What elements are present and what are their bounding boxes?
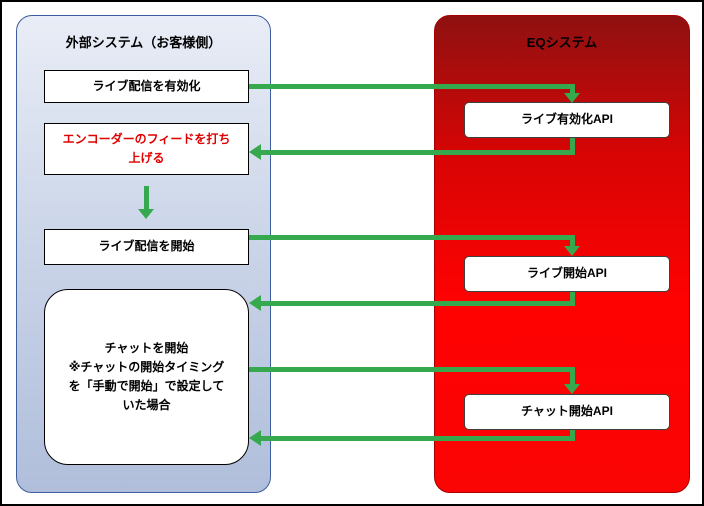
arrow-api-to-chat-box-head-icon — [249, 295, 261, 311]
start-chat-box: チャットを開始 ※チャットの開始タイミング を「手動で開始」で設定して いた場合 — [44, 289, 249, 465]
enable-live-box: ライブ配信を有効化 — [44, 70, 249, 103]
arrow-chat-to-api-vertical — [570, 367, 575, 386]
start-live-box: ライブ配信を開始 — [44, 229, 249, 265]
external-system-title: 外部システム（お客様側） — [65, 35, 222, 50]
arrow-api-to-chat-box-vertical — [570, 292, 575, 306]
arrow-chat-to-api-horizontal — [249, 367, 575, 372]
arrow-api-return-to-chat-horizontal — [261, 436, 575, 441]
arrow-api-to-encoder-horizontal — [261, 150, 575, 155]
arrow-encoder-to-start-live-head-icon — [138, 209, 154, 219]
live-enable-api-box: ライブ有効化API — [464, 102, 670, 138]
chat-start-api-box: チャット開始API — [464, 394, 670, 430]
arrow-chat-to-api-head-icon — [564, 384, 580, 394]
arrow-enable-live-to-api-head-icon — [564, 93, 580, 103]
arrow-start-live-to-api-vertical — [570, 235, 575, 248]
live-start-api-box: ライブ開始API — [464, 256, 670, 292]
arrow-api-return-to-chat-head-icon — [249, 430, 261, 446]
arrow-enable-live-to-api-vertical — [570, 84, 575, 96]
arrow-encoder-to-start-live-vertical — [144, 186, 149, 212]
encoder-feed-box: エンコーダーのフィードを打ち 上げる — [44, 123, 249, 175]
arrow-start-live-to-api-horizontal — [249, 235, 575, 240]
eq-system-title: EQシステム — [526, 35, 598, 50]
arrow-enable-live-to-api-horizontal — [249, 84, 575, 89]
arrow-start-live-to-api-head-icon — [564, 246, 580, 256]
arrow-api-to-encoder-head-icon — [249, 144, 261, 160]
arrow-api-return-to-chat-vertical — [570, 430, 575, 441]
arrow-api-to-encoder-vertical — [570, 138, 575, 155]
arrow-api-to-chat-box-horizontal — [261, 301, 575, 306]
